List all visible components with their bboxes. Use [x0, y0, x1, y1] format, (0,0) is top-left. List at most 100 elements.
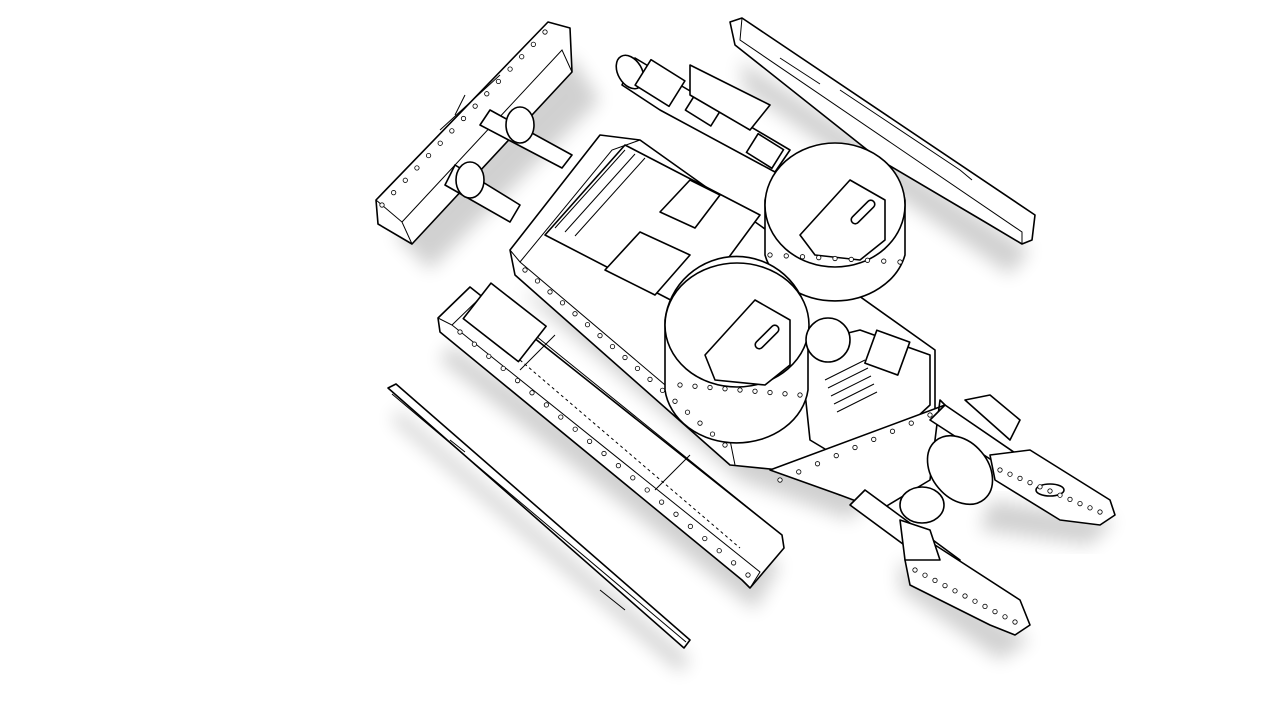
bolt [495, 78, 502, 85]
bolts [379, 29, 1103, 625]
bolt [558, 414, 564, 420]
bolt [1057, 492, 1063, 498]
bolt [572, 311, 578, 317]
bolt [687, 523, 694, 530]
bolt [437, 140, 443, 146]
bolt [634, 365, 641, 372]
bolt [992, 608, 998, 615]
bolt [658, 499, 665, 505]
bolt [1002, 614, 1008, 620]
bolt [615, 463, 622, 469]
bolt [814, 461, 821, 467]
bolt [692, 383, 698, 389]
bolt [559, 300, 566, 306]
bolt [1077, 500, 1083, 507]
bolt [519, 54, 525, 60]
bolt [1097, 509, 1103, 515]
bolt [889, 428, 896, 434]
bolt [972, 598, 978, 604]
bolt [722, 386, 728, 392]
bolt [472, 103, 478, 109]
bolt [684, 409, 691, 415]
bolt [782, 391, 788, 397]
bolt [767, 252, 773, 258]
bolt [673, 511, 679, 517]
bolt [534, 278, 541, 284]
bolt [1007, 471, 1013, 477]
bolt [1027, 479, 1033, 486]
bolt [379, 202, 385, 208]
bolt [471, 341, 477, 347]
claw-upper [926, 394, 1116, 526]
bolt [460, 115, 467, 122]
bolt [529, 390, 535, 396]
bolt [522, 267, 528, 273]
bolt [797, 392, 803, 398]
bolt [659, 387, 666, 393]
bolt [962, 593, 968, 599]
bolt [1067, 496, 1073, 502]
bolt [572, 426, 578, 432]
bolt [942, 582, 948, 589]
bolt [449, 128, 455, 134]
bolt [737, 387, 743, 393]
bolt [672, 398, 678, 404]
left-track [437, 282, 785, 589]
bolt [997, 467, 1003, 473]
bolt [586, 438, 593, 444]
bolt [716, 548, 722, 554]
bolt [630, 475, 636, 481]
bolt [832, 255, 838, 262]
bolt [542, 29, 548, 35]
bolt [530, 41, 536, 47]
bolt [722, 442, 728, 448]
bolt [644, 487, 650, 493]
bolt [922, 572, 928, 578]
bolt [514, 377, 521, 384]
bolt [833, 453, 839, 459]
bolt [707, 384, 713, 391]
bolt [864, 257, 871, 263]
bolt [912, 567, 918, 573]
bolt [881, 258, 887, 264]
barrel [615, 54, 791, 173]
bolt [952, 588, 958, 594]
bolt [547, 289, 553, 295]
turret-upper [764, 142, 906, 302]
bolt [702, 535, 708, 542]
bolt [677, 382, 683, 388]
bolt [816, 255, 822, 261]
turret-lower [664, 255, 851, 444]
thin-rail [387, 383, 691, 649]
bolt [486, 353, 492, 359]
bolt [484, 91, 490, 97]
bolt [752, 388, 758, 394]
bolt [697, 420, 703, 426]
claw-lower [849, 486, 1031, 636]
bolt [783, 253, 789, 259]
bolt [1087, 505, 1093, 511]
bolt [609, 343, 616, 350]
bolt [927, 412, 933, 418]
bolt [767, 389, 773, 396]
bolt [908, 420, 914, 426]
bolt [647, 376, 653, 382]
bolt [796, 469, 802, 475]
bolt [1012, 619, 1018, 625]
bolt [425, 152, 432, 159]
bolt [507, 66, 513, 72]
top-left-plate [375, 21, 573, 245]
top-right-side-plate [729, 17, 1036, 245]
bolt [852, 444, 858, 451]
bolt [897, 259, 903, 265]
bolt [402, 177, 408, 183]
bolt [1037, 484, 1043, 490]
bolt [597, 333, 603, 339]
bolt [799, 254, 806, 260]
bolt [457, 329, 463, 335]
bolt [848, 256, 854, 262]
bolt [601, 450, 607, 457]
bolt [584, 322, 591, 328]
bolt [500, 365, 506, 372]
